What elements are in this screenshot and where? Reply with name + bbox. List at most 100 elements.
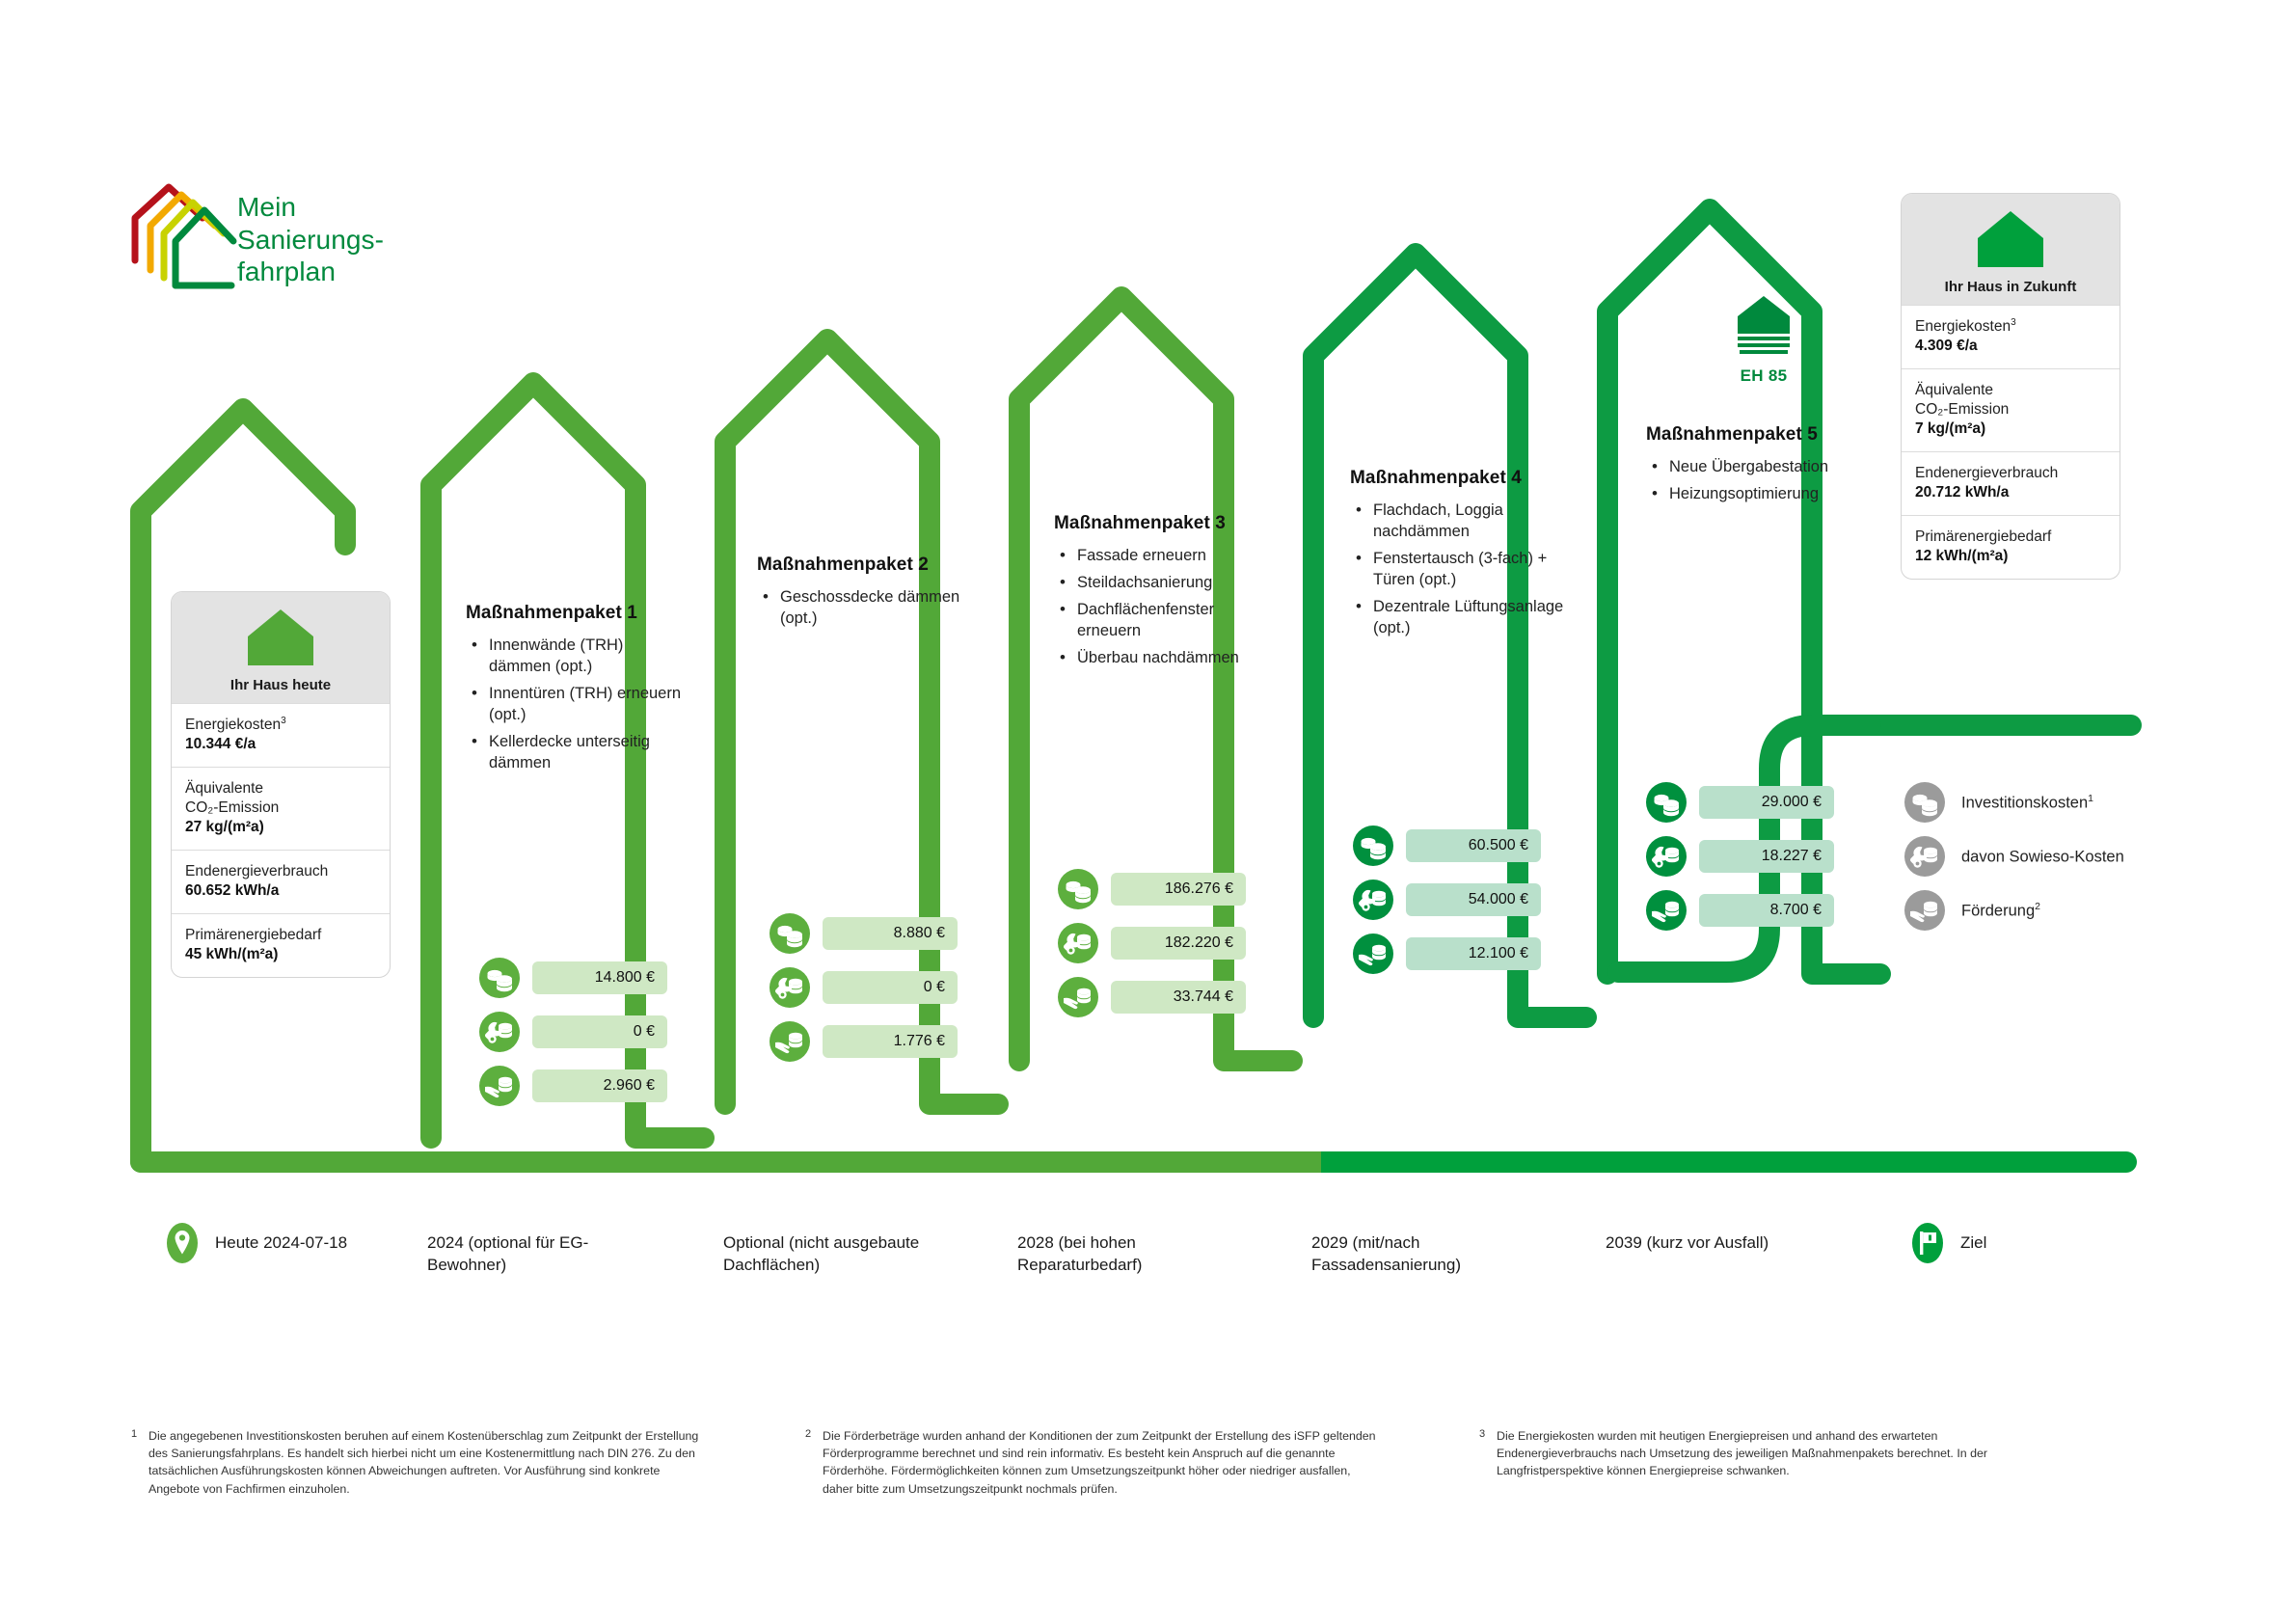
hand-coins-icon (1353, 934, 1393, 974)
logo-houses-icon (131, 183, 237, 289)
efficiency-badge-label: EH 85 (1740, 366, 1788, 385)
status-row-energiekosten: Energiekosten3 10.344 €/a (172, 703, 390, 767)
cost-value-foerderung: 33.744 € (1111, 981, 1246, 1014)
footnote-number: 1 (131, 1428, 138, 1440)
cost-value-investition: 29.000 € (1699, 786, 1834, 819)
efficiency-house-icon (1738, 296, 1790, 354)
measure-item: Flachdach, Loggia nachdämmen (1350, 500, 1581, 543)
timeline-start-marker: Heute 2024-07-18 (162, 1223, 347, 1263)
footnote-text: Die Förderbeträge wurden anhand der Kond… (823, 1429, 1376, 1496)
legend-label: Förderung (1961, 902, 2036, 920)
package-1-measures: Innenwände (TRH) dämmen (opt.) Innentüre… (466, 635, 686, 774)
package-3: Maßnahmenpaket 3 Fassade erneuern Steild… (1054, 513, 1274, 675)
hand-coins-icon (479, 1066, 520, 1106)
status-card-today: Ihr Haus heute Energiekosten3 10.344 €/a… (171, 591, 391, 978)
package-2-title: Maßnahmenpaket 2 (757, 555, 929, 575)
flag-icon (1912, 1223, 1943, 1263)
cost-row-investition: 60.500 € (1353, 826, 1541, 866)
footnote-3: 3 Die Energiekosten wurden mit heutigen … (1479, 1427, 2058, 1480)
house-icon (1978, 211, 2043, 267)
status-row-endenergie: Endenergieverbrauch 20.712 kWh/a (1902, 450, 2120, 515)
coins-icon (1353, 826, 1393, 866)
cost-value-foerderung: 8.700 € (1699, 894, 1834, 927)
package-2: Maßnahmenpaket 2 Geschossdecke dämmen (o… (757, 555, 977, 636)
legend-item-foerderung: Förderung2 (1904, 890, 2124, 931)
measure-item: Fassade erneuern (1054, 545, 1274, 567)
measure-item: Geschossdecke dämmen (opt.) (757, 586, 977, 630)
cost-row-foerderung: 33.744 € (1058, 977, 1246, 1017)
wrench-coins-icon (770, 967, 810, 1008)
package-4-measures: Flachdach, Loggia nachdämmen Fenstertaus… (1350, 500, 1581, 639)
timeline-label-package-5: 2039 (kurz vor Ausfall) (1606, 1233, 1769, 1252)
footnote-text: Die angegebenen Investitionskosten beruh… (148, 1429, 699, 1496)
status-row-energiekosten: Energiekosten3 4.309 €/a (1902, 305, 2120, 368)
status-value-endenergie: 20.712 kWh/a (1915, 483, 2010, 501)
timeline-label-package-1: 2024 (optional für EG-Bewohner) (427, 1233, 589, 1274)
wrench-coins-icon (1646, 836, 1687, 877)
status-value-co2: 27 kg/(m²a) (185, 818, 264, 835)
cost-row-foerderung: 12.100 € (1353, 934, 1541, 974)
package-1-title: Maßnahmenpaket 1 (466, 603, 637, 623)
cost-value-sowieso: 54.000 € (1406, 883, 1541, 916)
status-value-energiekosten: 4.309 €/a (1915, 337, 1978, 354)
cost-value-sowieso: 182.220 € (1111, 927, 1246, 960)
house-icon (248, 609, 313, 665)
package-5: Maßnahmenpaket 5 Neue Übergabestation He… (1646, 424, 1877, 511)
measure-item: Kellerdecke unterseitig dämmen (466, 731, 686, 774)
measure-item: Innenwände (TRH) dämmen (opt.) (466, 635, 686, 678)
hand-coins-icon (1058, 977, 1098, 1017)
status-value-primaerenergie: 45 kWh/(m²a) (185, 945, 279, 962)
package-4-title: Maßnahmenpaket 4 (1350, 468, 1522, 488)
timeline-start-label: Heute 2024-07-18 (215, 1233, 348, 1252)
coins-icon (1904, 782, 1945, 823)
coins-icon (1058, 869, 1098, 909)
status-value-endenergie: 60.652 kWh/a (185, 881, 280, 899)
legend-item-investitionskosten: Investitionskosten1 (1904, 782, 2124, 823)
timeline-label-package-2: Optional (nicht ausgebaute Dachflächen) (723, 1233, 920, 1274)
cost-row-sowieso: 18.227 € (1646, 836, 1834, 877)
wrench-coins-icon (479, 1012, 520, 1052)
package-5-costs: 29.000 € 18.227 € 8.700 € (1646, 782, 1834, 931)
status-row-endenergie: Endenergieverbrauch 60.652 kWh/a (172, 849, 390, 913)
cost-row-sowieso: 54.000 € (1353, 880, 1541, 920)
cost-row-investition: 29.000 € (1646, 782, 1834, 823)
footnote-number: 2 (805, 1428, 812, 1440)
logo-wordmark: Mein Sanierungs- fahrplan (237, 192, 385, 287)
brand-logo: Mein Sanierungs- fahrplan (123, 181, 432, 307)
status-card-today-title: Ihr Haus heute (230, 677, 332, 693)
status-value-co2: 7 kg/(m²a) (1915, 420, 1986, 437)
cost-value-sowieso: 18.227 € (1699, 840, 1834, 873)
timeline-label-package-4: 2029 (mit/nach Fassadensanierung) (1311, 1233, 1461, 1274)
status-card-today-header: Ihr Haus heute (172, 592, 390, 703)
package-3-measures: Fassade erneuern Steildachsanierung Dach… (1054, 545, 1274, 669)
measure-item: Dachflächenfenster erneuern (1054, 599, 1274, 642)
status-row-co2: Äquivalente CO₂-Emission 27 kg/(m²a) (172, 767, 390, 850)
hand-coins-icon (770, 1021, 810, 1062)
cost-row-sowieso: 182.220 € (1058, 923, 1246, 963)
status-row-primaerenergie: Primärenergiebedarf 12 kWh/(m²a) (1902, 514, 2120, 579)
status-value-energiekosten: 10.344 €/a (185, 735, 256, 752)
cost-row-investition: 186.276 € (1058, 869, 1246, 909)
wrench-coins-icon (1353, 880, 1393, 920)
cost-value-sowieso: 0 € (823, 971, 958, 1004)
package-4: Maßnahmenpaket 4 Flachdach, Loggia nachd… (1350, 468, 1581, 645)
measure-item: Dezentrale Lüftungsanlage (opt.) (1350, 596, 1581, 639)
status-card-future: Ihr Haus in Zukunft Energiekosten3 4.309… (1901, 193, 2120, 580)
footnote-2: 2 Die Förderbeträge wurden anhand der Ko… (805, 1427, 1384, 1498)
cost-value-investition: 8.880 € (823, 917, 958, 950)
hand-coins-icon (1904, 890, 1945, 931)
cost-row-foerderung: 1.776 € (770, 1021, 958, 1062)
measure-item: Innentüren (TRH) erneuern (opt.) (466, 683, 686, 726)
status-card-future-header: Ihr Haus in Zukunft (1902, 194, 2120, 305)
cost-value-investition: 14.800 € (532, 961, 667, 994)
cost-value-sowieso: 0 € (532, 1015, 667, 1048)
status-value-primaerenergie: 12 kWh/(m²a) (1915, 547, 2009, 564)
package-2-measures: Geschossdecke dämmen (opt.) (757, 586, 977, 630)
map-pin-icon (167, 1223, 198, 1263)
status-card-future-title: Ihr Haus in Zukunft (1944, 279, 2077, 295)
legend-item-sowieso-kosten: davon Sowieso-Kosten (1904, 836, 2124, 877)
package-4-costs: 60.500 € 54.000 € 12.100 € (1353, 826, 1541, 974)
package-5-title: Maßnahmenpaket 5 (1646, 424, 1818, 445)
cost-value-foerderung: 2.960 € (532, 1069, 667, 1102)
